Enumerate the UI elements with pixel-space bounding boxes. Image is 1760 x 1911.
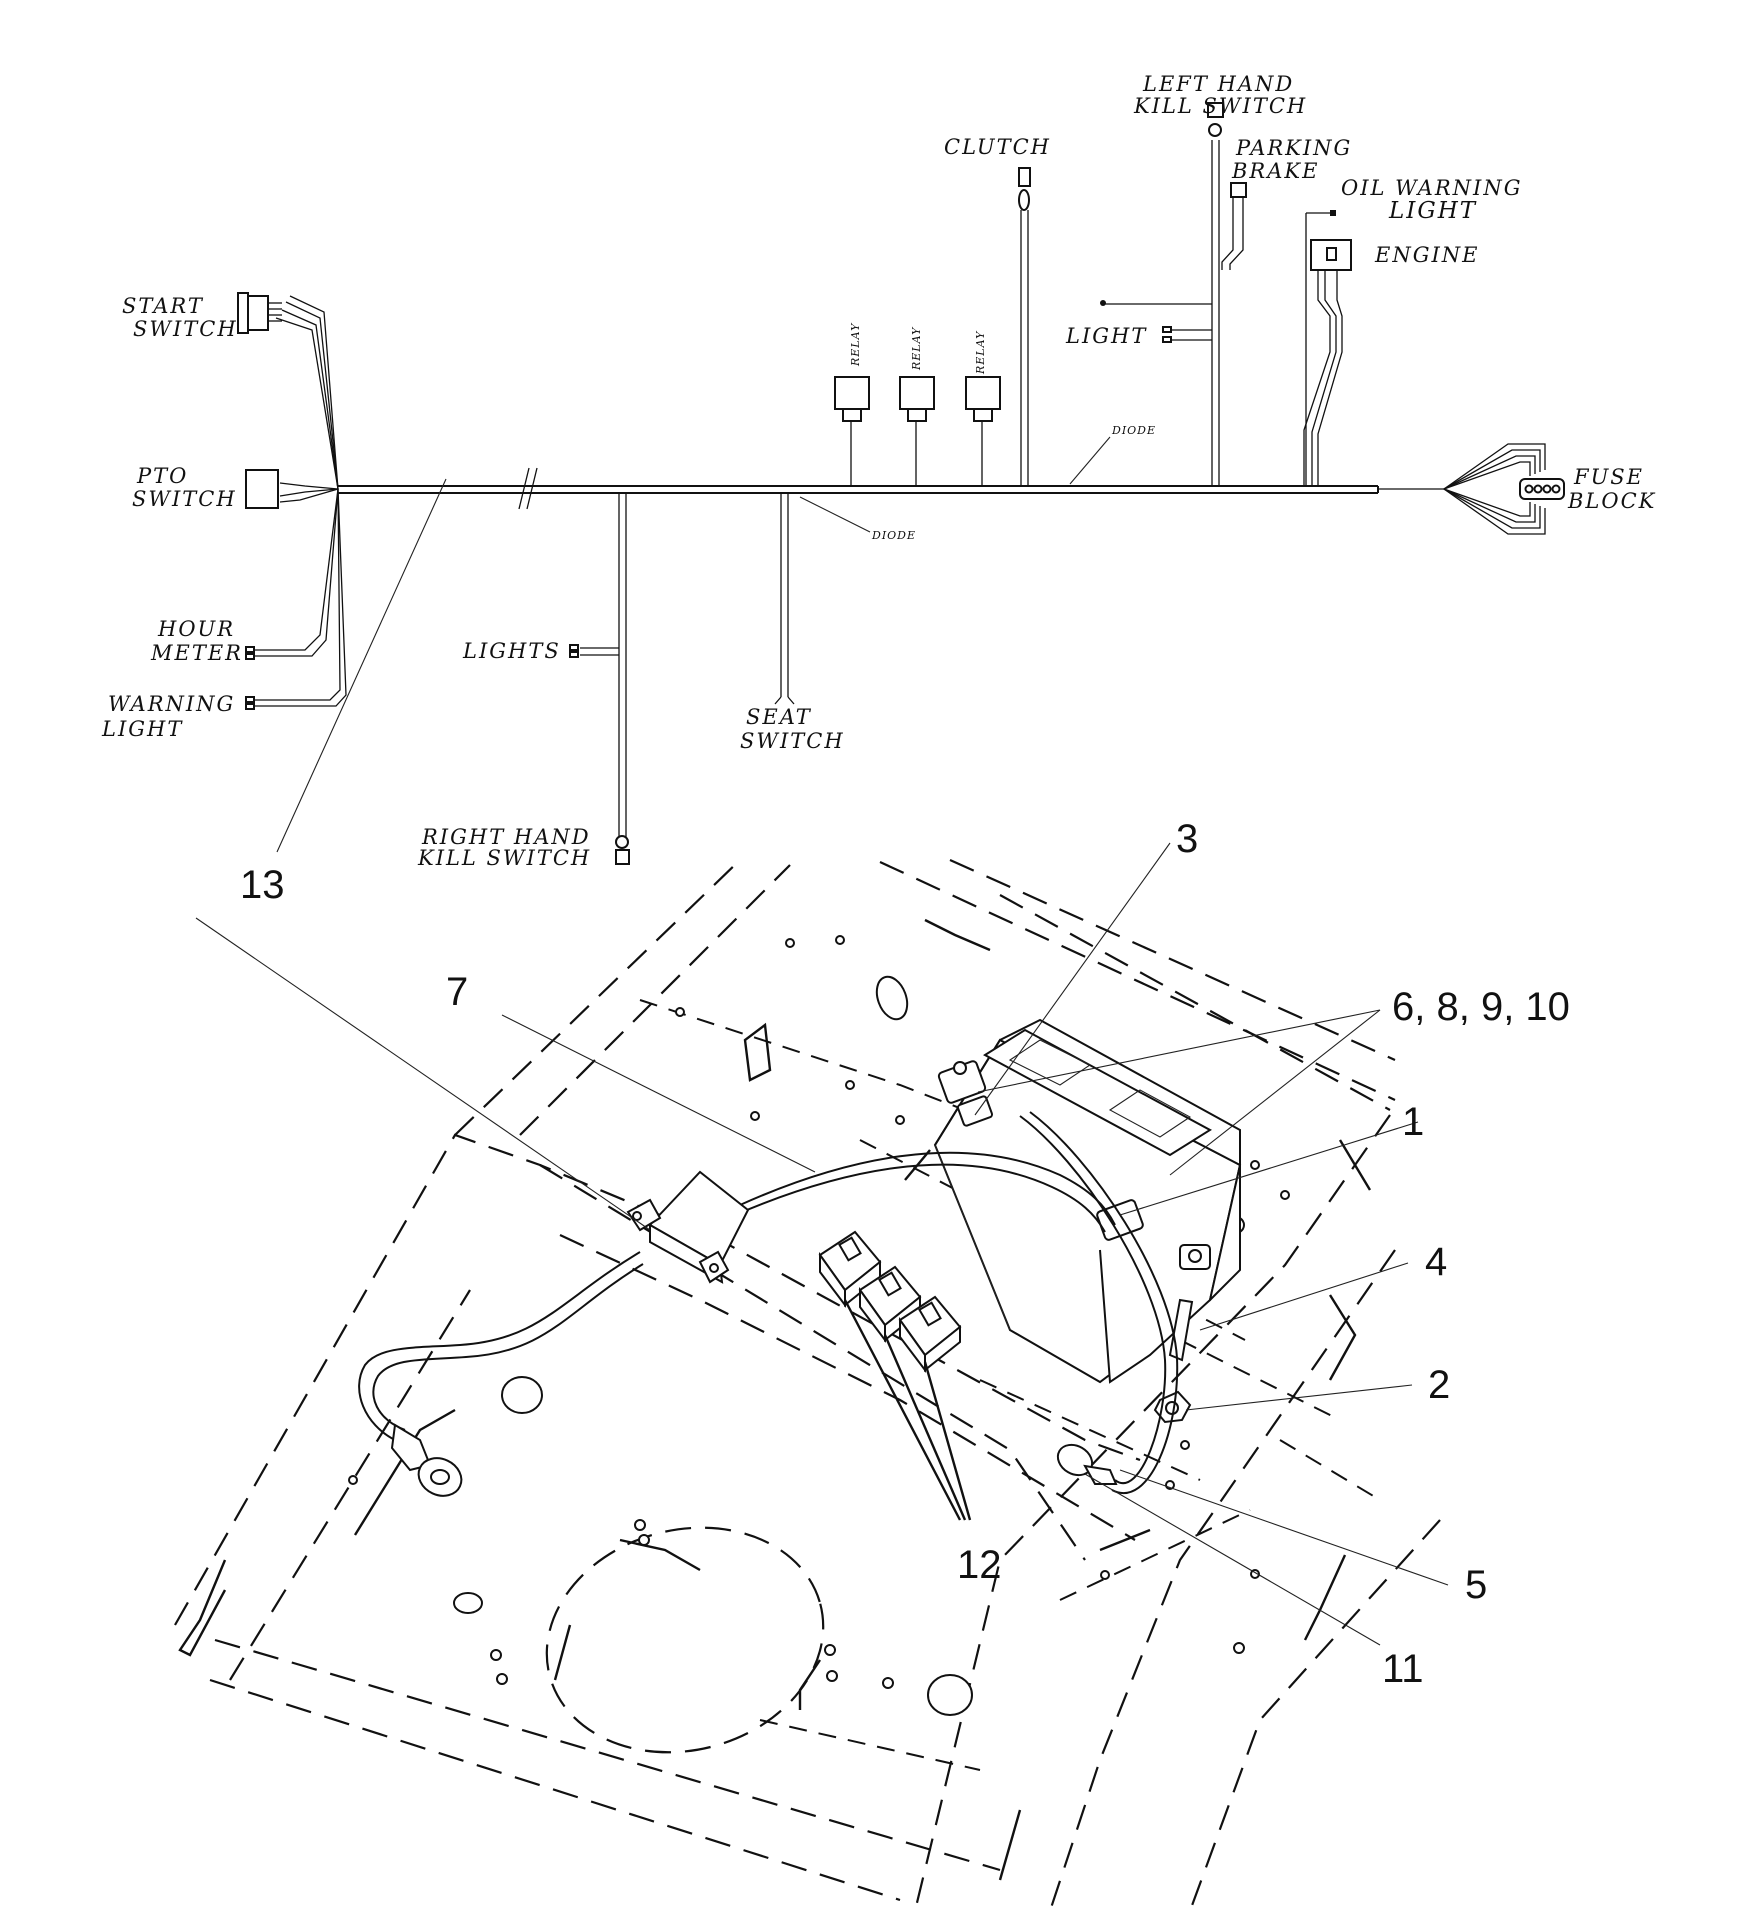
battery-terminal-right xyxy=(1096,1199,1211,1270)
battery-cables xyxy=(358,1111,1179,1494)
callout-leaders xyxy=(195,842,1449,1646)
parking-brake-label-1: PARKING xyxy=(1235,136,1352,160)
start-switch-connector xyxy=(237,292,282,334)
seat-switch-branch xyxy=(774,493,871,705)
left-hand-kill-label-2: KILL SWITCH xyxy=(1133,94,1307,118)
fuse-holder xyxy=(626,1170,750,1284)
fuse-block-label-2: BLOCK xyxy=(1567,489,1656,513)
fuse-block xyxy=(1443,443,1565,535)
chassis-outline xyxy=(174,858,1441,1911)
callout-7: 7 xyxy=(446,970,468,1014)
relay-3 xyxy=(965,376,1001,486)
seat-switch-label-2: SWITCH xyxy=(740,729,845,753)
fuse-block-label-1: FUSE xyxy=(1573,465,1644,489)
diode-label-right: DIODE xyxy=(1111,424,1156,437)
diode-pointer-right xyxy=(1069,436,1111,485)
right-hand-kill-label-2: KILL SWITCH xyxy=(417,846,591,870)
cable-ring-terminal xyxy=(390,1423,463,1497)
parking-brake-branch xyxy=(1221,182,1247,270)
right-hand-kill-label-1: RIGHT HAND xyxy=(421,825,591,849)
oil-engine-branch xyxy=(1303,210,1352,486)
engine-label: ENGINE xyxy=(1374,243,1479,267)
light-right-label: LIGHT xyxy=(1065,324,1147,348)
pto-switch-connector xyxy=(245,469,279,509)
hour-meter-connector xyxy=(245,646,255,660)
lights-center-label: LIGHTS xyxy=(462,639,561,663)
pto-switch-label-2: SWITCH xyxy=(132,487,237,511)
left-fanout-wires xyxy=(255,295,347,707)
callout-6-8-9-10: 6, 8, 9, 10 xyxy=(1392,985,1570,1029)
relay-2-label: RELAY xyxy=(910,326,923,371)
callout-3: 3 xyxy=(1176,817,1198,861)
warning-light-label-2: LIGHT xyxy=(101,717,183,741)
left-hand-kill-branch xyxy=(1100,102,1224,486)
parking-brake-label-2: BRAKE xyxy=(1231,159,1319,183)
clutch-label: CLUTCH xyxy=(944,135,1051,159)
oil-warning-label-1: OIL WARNING xyxy=(1341,176,1522,200)
leader-13-upper xyxy=(276,478,447,853)
lights-branch xyxy=(569,493,630,865)
relay-assembly-3 xyxy=(898,1295,962,1373)
callout-1: 1 xyxy=(1402,1100,1424,1144)
callout-11: 11 xyxy=(1382,1647,1424,1691)
relay-1 xyxy=(834,376,870,486)
relay-1-label: RELAY xyxy=(849,322,862,367)
hour-meter-label-2: METER xyxy=(150,641,243,665)
clutch-branch xyxy=(1018,167,1031,486)
callout-13: 13 xyxy=(240,863,285,907)
diode-label-left: DIODE xyxy=(871,529,916,542)
relay-3-label: RELAY xyxy=(974,330,987,375)
left-hand-kill-label-1: LEFT HAND xyxy=(1142,72,1294,96)
oil-warning-label-2: LIGHT xyxy=(1388,198,1477,224)
callout-2: 2 xyxy=(1428,1363,1450,1407)
callout-5: 5 xyxy=(1465,1563,1487,1607)
warning-light-label-1: WARNING xyxy=(108,692,235,716)
pto-switch-label-1: PTO xyxy=(136,464,188,488)
callout-12: 12 xyxy=(957,1543,1002,1587)
hour-meter-label-1: HOUR xyxy=(157,617,235,641)
start-switch-label-1: START xyxy=(122,294,204,318)
start-switch-label-2: SWITCH xyxy=(133,317,238,341)
relay-2 xyxy=(899,376,935,486)
warning-light-connector xyxy=(245,696,255,710)
callout-4: 4 xyxy=(1425,1240,1447,1284)
chassis-solid-details xyxy=(178,918,1372,1881)
ground-terminal xyxy=(1056,1443,1118,1485)
seat-switch-label-1: SEAT xyxy=(746,705,812,729)
main-harness-trunk xyxy=(338,467,1444,510)
